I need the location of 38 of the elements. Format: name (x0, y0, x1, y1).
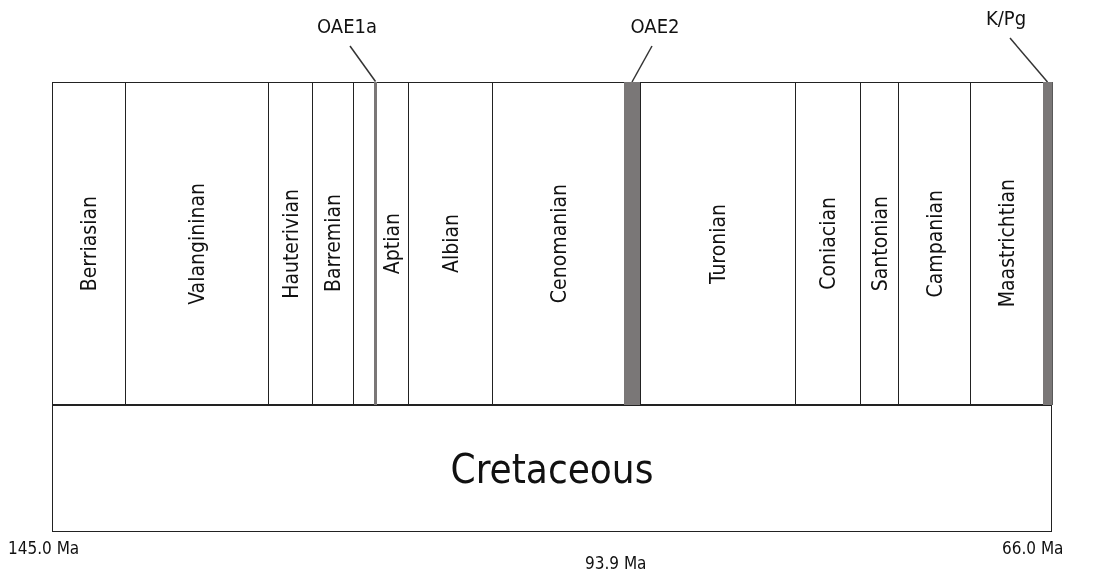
stage-column (970, 82, 1043, 405)
stage-name: Hauterivian (278, 188, 303, 299)
event-label: OAE2 (618, 14, 692, 44)
stage-name: Cenomanian (546, 183, 571, 304)
stage-column (860, 82, 898, 405)
stage-name: Aptian (380, 212, 404, 275)
period-band (52, 405, 1052, 532)
event-label: OAE1a (304, 14, 390, 44)
leader-line (631, 45, 653, 83)
stage-name: Barremian (321, 194, 345, 293)
leader-line (1009, 37, 1049, 83)
event-marker-bar (374, 81, 377, 405)
stage-column (268, 82, 312, 405)
period-name: Cretaceous (450, 445, 654, 492)
stage-column (52, 82, 125, 405)
stage-column (408, 82, 492, 405)
leader-line (349, 45, 377, 83)
stage-column (312, 82, 353, 405)
age-label: 93.9 Ma (585, 553, 647, 571)
age-label: 66.0 Ma (1002, 538, 1064, 558)
stage-column (640, 82, 795, 405)
stage-column (125, 82, 268, 405)
stage-column (795, 82, 860, 405)
event-marker-bar (624, 82, 640, 405)
stage-name: Valangininan (185, 182, 209, 305)
event-marker-bar (1043, 82, 1052, 405)
stage-column (898, 82, 970, 405)
stage-name: Maastrichtian (995, 179, 1019, 308)
stage-column (492, 82, 624, 405)
stage-name: Turonian (706, 203, 730, 284)
age-label: 145.0 Ma (8, 538, 80, 558)
stage-column (353, 82, 408, 405)
stage-name: Berriasian (77, 195, 101, 292)
event-label: K/Pg (973, 6, 1039, 36)
stage-name: Campanian (922, 189, 947, 298)
stage-name: Albian (438, 214, 463, 273)
stage-name: Coniacian (816, 197, 840, 290)
stage-name: Santonian (867, 195, 892, 292)
